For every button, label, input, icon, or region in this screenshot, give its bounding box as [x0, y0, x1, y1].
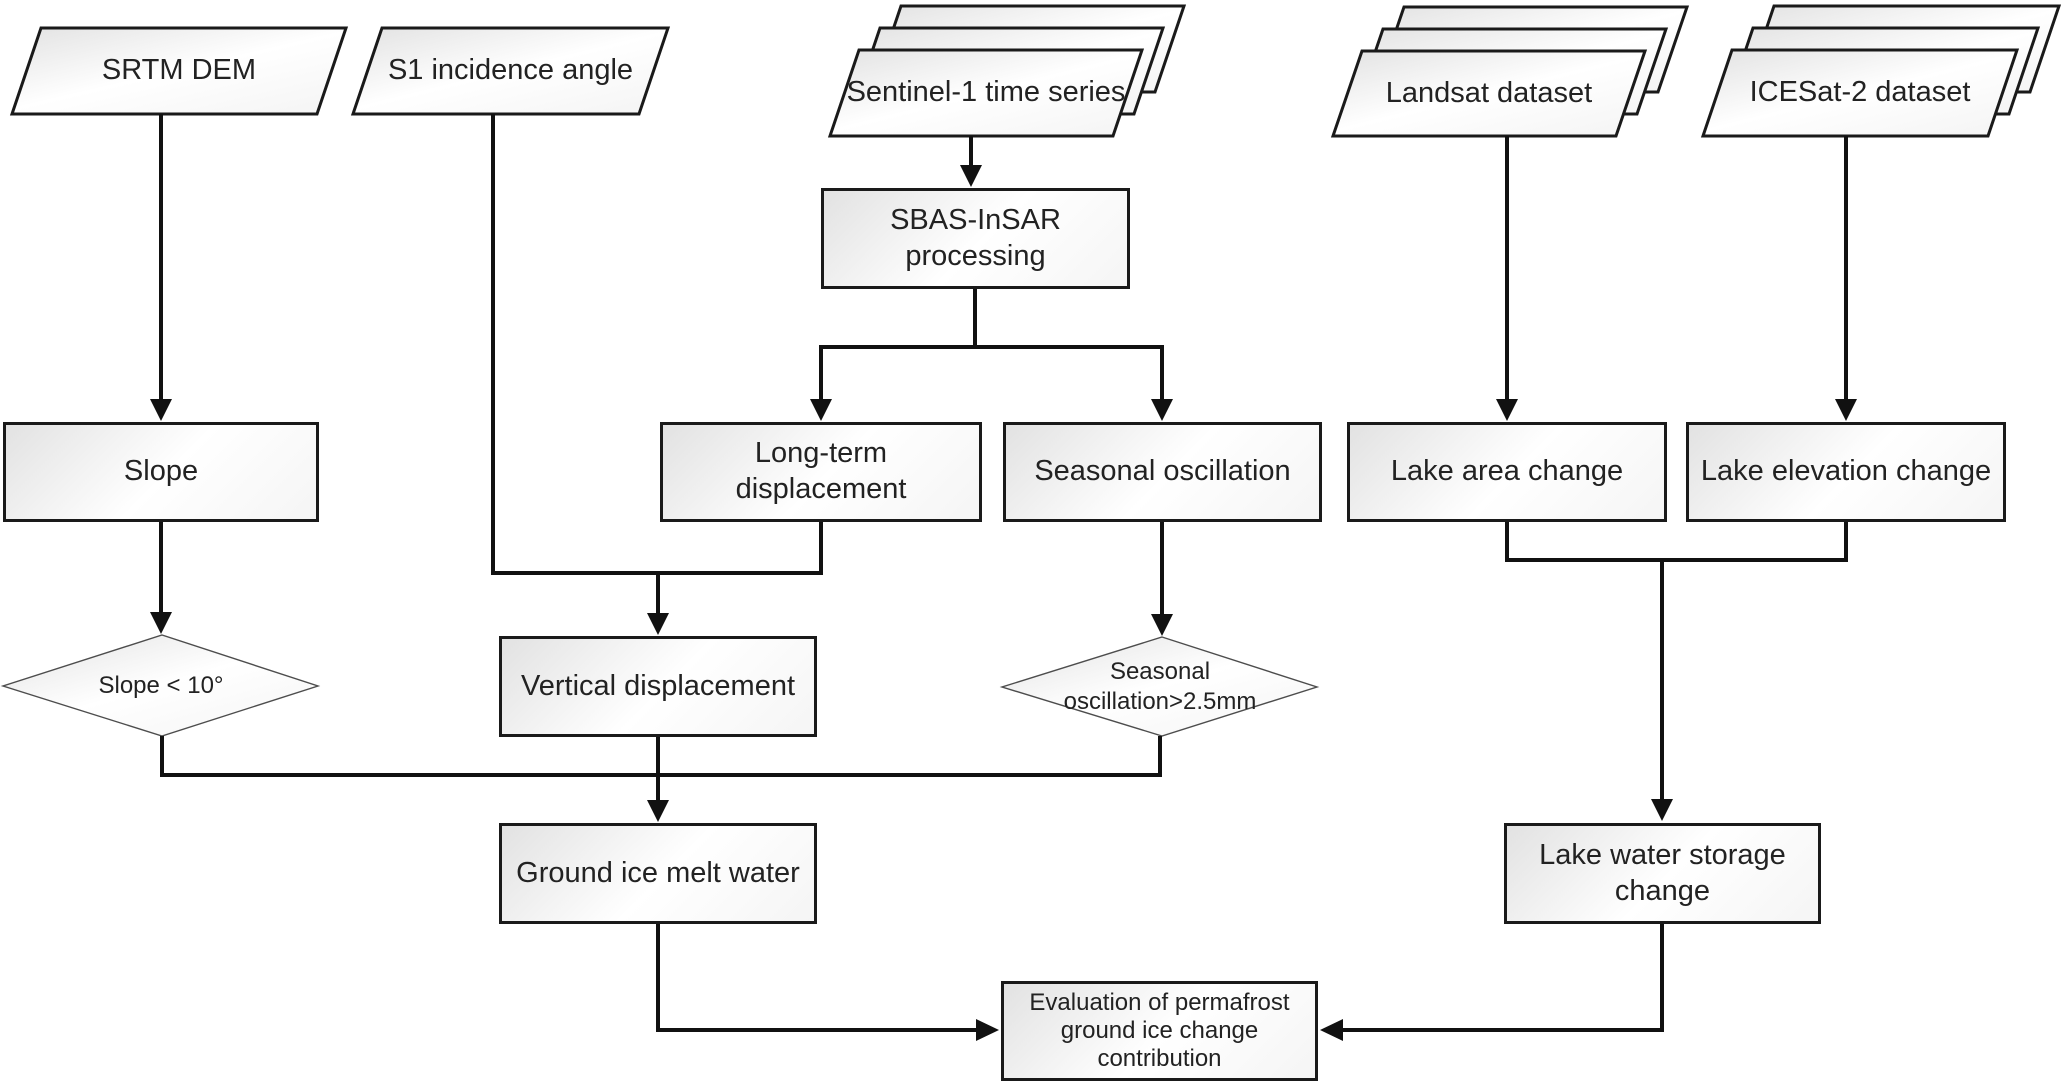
- node-vertical-displacement: Vertical displacement: [499, 636, 817, 737]
- evaluation-text: Evaluation of permafrost ground ice chan…: [1029, 988, 1290, 1073]
- connector-slope-to-condition: [150, 521, 172, 634]
- connector-lake-storage-to-evaluation: [1320, 924, 1664, 1041]
- connector-ground-ice-to-evaluation: [656, 924, 999, 1041]
- sbas-processing-text: SBAS-InSAR processing: [890, 203, 1061, 272]
- landsat-stack-shape: [1330, 5, 1690, 138]
- connector-sbas-split: [810, 289, 1173, 421]
- icesat2-stack-shape: [1700, 4, 2062, 138]
- srtm-dem-shape: [9, 26, 349, 116]
- lake-elevation-change-text: Lake elevation change: [1700, 455, 1992, 488]
- node-slope: Slope: [3, 422, 319, 522]
- connector-sentinel-to-sbas: [960, 136, 982, 187]
- slope-condition-shape: [0, 634, 321, 737]
- vertical-displacement-text: Vertical displacement: [520, 669, 796, 702]
- connector-landsat-to-lake-area: [1496, 136, 1518, 421]
- connector-srtm-to-slope: [150, 114, 172, 421]
- node-long-term-displacement: Long-term displacement: [660, 422, 982, 522]
- connector-seasonal-to-condition: [1151, 521, 1173, 636]
- node-ground-ice-melt-water: Ground ice melt water: [499, 823, 817, 924]
- node-lake-water-storage-change: Lake water storage change: [1504, 823, 1821, 924]
- connector-icesat-to-lake-elevation: [1835, 136, 1857, 421]
- connector-lake-boxes-merge: [1505, 522, 1848, 821]
- s1-incidence-angle-shape: [350, 26, 671, 116]
- sentinel1-stack-shape: [827, 4, 1187, 138]
- lake-area-change-text: Lake area change: [1390, 455, 1624, 488]
- long-term-displacement-text: Long-term displacement: [735, 437, 907, 505]
- node-evaluation: Evaluation of permafrost ground ice chan…: [1001, 981, 1318, 1081]
- node-lake-elevation-change: Lake elevation change: [1686, 422, 2006, 522]
- node-seasonal-oscillation: Seasonal oscillation: [1003, 422, 1322, 522]
- seasonal-condition-shape: [999, 636, 1320, 737]
- connector-vertical-to-ground-ice: [647, 737, 669, 822]
- seasonal-oscillation-text: Seasonal oscillation: [1034, 455, 1291, 488]
- lake-water-storage-change-text: Lake water storage change: [1539, 838, 1786, 907]
- node-lake-area-change: Lake area change: [1347, 422, 1667, 522]
- slope-text: Slope: [123, 455, 199, 488]
- node-sbas-processing: SBAS-InSAR processing: [821, 188, 1130, 289]
- ground-ice-melt-water-text: Ground ice melt water: [516, 856, 800, 889]
- connector-conditions-merge: [160, 736, 1162, 777]
- connector-s1-and-longterm-to-vertical: [491, 114, 823, 635]
